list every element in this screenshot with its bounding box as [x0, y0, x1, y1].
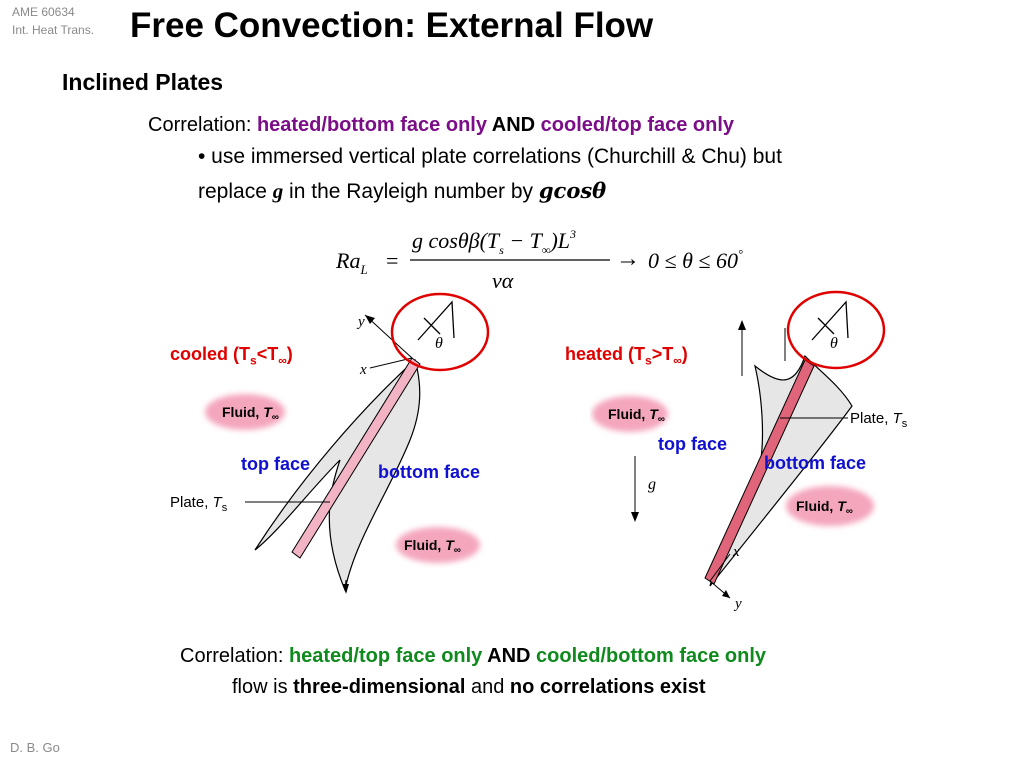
heated-plate-figure: g x y θ Fluid, T∞ Fluid, T∞ Plate, Ts	[592, 290, 908, 612]
plate-label: Plate, Ts	[170, 494, 228, 514]
flow-statement: flow is three-dimensional and no correla…	[232, 676, 706, 698]
correlation-bottom: Correlation: heated/top face only AND co…	[180, 645, 767, 667]
axis-y-label-right: y	[733, 596, 742, 612]
equation-equals: =	[386, 248, 398, 273]
plate-label-right: Plate, Ts	[850, 410, 908, 430]
equation-arrow: →	[616, 246, 640, 272]
correlation-bottom-case-2: cooled/bottom face only	[536, 645, 767, 667]
bottom-face-label-left: bottom face	[378, 462, 481, 482]
axis-x-label: x	[359, 362, 367, 378]
equation-numerator: g cosθβ(Ts − T∞)L3	[412, 227, 576, 257]
gcos-symbol: gcosθ	[538, 178, 607, 203]
equation-lhs: RaL	[335, 248, 368, 277]
angle-label: θ	[435, 335, 443, 352]
bottom-face-label-right: bottom face	[764, 453, 867, 473]
correlation-case-2: cooled/top face only	[540, 114, 735, 136]
bullet-line-1: • use immersed vertical plate correlatio…	[198, 145, 782, 168]
section-subtitle: Inclined Plates	[62, 69, 224, 95]
fluid-label-upper: Fluid, T∞	[222, 404, 279, 423]
state-label-heated: heated (Ts>T∞)	[565, 344, 688, 368]
highlight-circle	[390, 292, 490, 372]
course-code: AME 60634	[12, 5, 75, 19]
fluid-label-lower-right: Fluid, T∞	[796, 498, 853, 517]
rayleigh-equation: RaL = g cosθβ(Ts − T∞)L3 να → 0 ≤ θ ≤ 60…	[335, 227, 743, 293]
author-footer: D. B. Go	[10, 740, 60, 755]
highlight-circle-right	[786, 290, 886, 370]
fluid-label-lower: Fluid, T∞	[404, 537, 461, 556]
correlation-and: AND	[486, 114, 541, 136]
fluid-label-upper-right: Fluid, T∞	[608, 406, 665, 425]
bullet-line-2: replace g in the Rayleigh number by gcos…	[198, 178, 607, 203]
equation-range: 0 ≤ θ ≤ 60°	[648, 247, 743, 273]
correlation-top: Correlation: heated/bottom face only AND…	[148, 114, 734, 137]
course-name: Int. Heat Trans.	[12, 23, 95, 37]
gravity-label: g	[648, 476, 656, 493]
angle-label-right: θ	[830, 335, 838, 352]
slide-title: Free Convection: External Flow	[130, 6, 654, 45]
top-face-label-right: top face	[658, 434, 728, 454]
correlation-case-1: heated/bottom face only	[256, 114, 487, 136]
g-symbol: g	[272, 179, 284, 203]
correlation-prefix: Correlation:	[148, 114, 257, 136]
correlation-bottom-case-1: heated/top face only	[288, 645, 483, 667]
top-face-label-left: top face	[241, 454, 311, 474]
course-label: AME 60634 Int. Heat Trans.	[12, 3, 94, 39]
cooled-plate-figure: y x θ Fluid, T∞ Fluid, T∞ Plate, Ts	[170, 292, 490, 594]
equation-denominator: να	[492, 268, 514, 293]
state-label-cooled: cooled (Ts<T∞)	[170, 344, 293, 368]
axis-y-label: y	[356, 314, 365, 330]
axis-x-label-right: x	[732, 544, 740, 560]
